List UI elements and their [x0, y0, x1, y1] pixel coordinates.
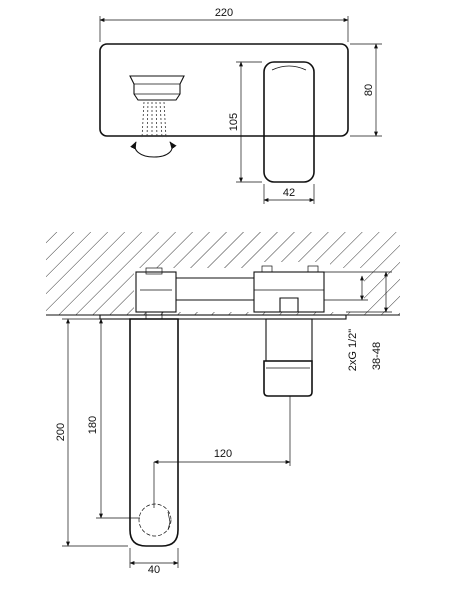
- dim-42-label: 42: [283, 187, 295, 199]
- dim-120-label: 120: [214, 448, 232, 460]
- cover-plate: [99, 314, 347, 320]
- wall-plate: [99, 43, 349, 137]
- dim-40-label: 40: [148, 564, 160, 576]
- dim-105-label: 105: [228, 113, 240, 131]
- dim-spout-reach: 120: [153, 396, 291, 508]
- dim-plate-width: 220: [99, 7, 349, 42]
- dim-outlet-height: 180: [87, 318, 140, 519]
- dim-38-48-label: 38-48: [371, 342, 383, 370]
- spout-body: [129, 318, 179, 547]
- handle-top: [263, 61, 315, 183]
- water-stream: [141, 101, 167, 139]
- top-view: 220 80 105 42: [99, 7, 382, 204]
- dim-handle-height: 105: [228, 61, 262, 183]
- dim-220-label: 220: [215, 7, 233, 19]
- outlet-circle: [138, 503, 172, 537]
- dim-spout-width: 40: [129, 548, 179, 576]
- dim-total-height: 200: [55, 318, 128, 547]
- dim-80-label: 80: [363, 84, 375, 96]
- thread-label: 2xG 1/2": [347, 329, 359, 372]
- swirl-arrow-icon: [130, 141, 177, 158]
- dim-180-label: 180: [87, 416, 99, 434]
- side-view: 120 180 200 40: [46, 232, 400, 576]
- handle-side: [263, 318, 313, 397]
- dim-handle-width: 42: [263, 184, 315, 204]
- dim-plate-height: 80: [350, 43, 382, 137]
- dim-wall-depth: 2xG 1/2" 38-48: [324, 271, 392, 372]
- dim-200-label: 200: [55, 423, 67, 441]
- spout-outlet: [129, 75, 185, 101]
